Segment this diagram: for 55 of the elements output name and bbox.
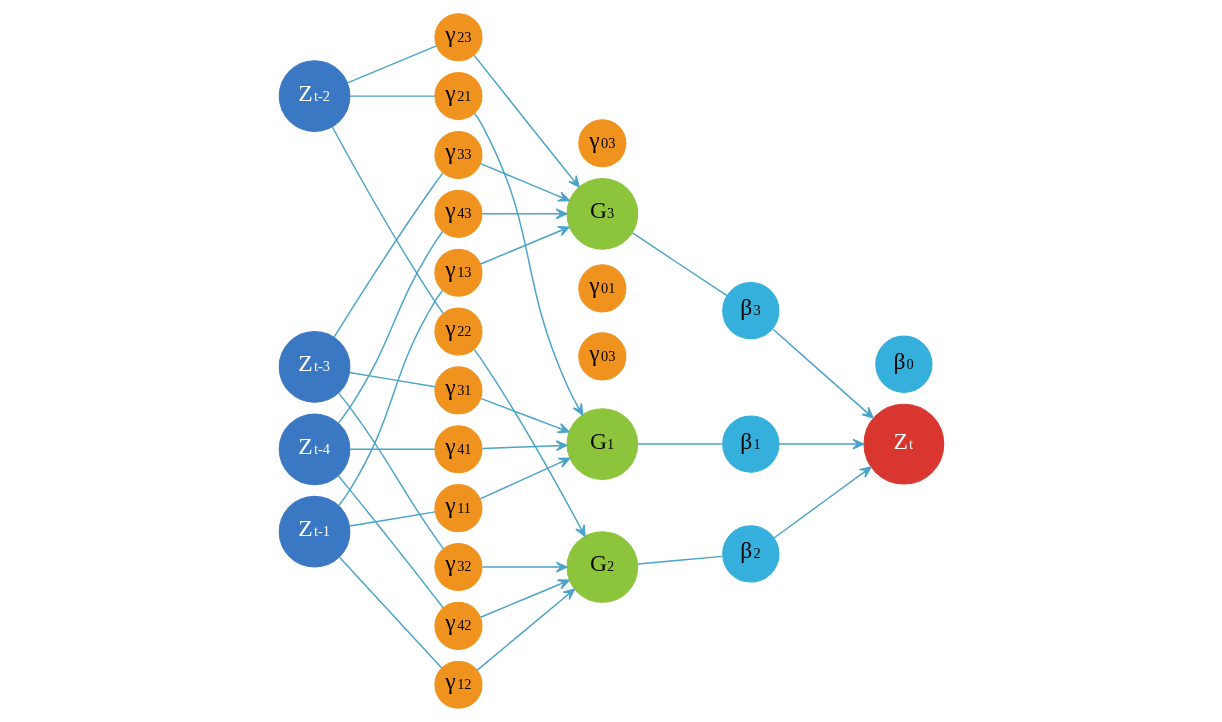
connector: [348, 95, 435, 97]
node-circle: γ12: [433, 660, 482, 709]
connector: [337, 475, 444, 609]
node-circle: γ21: [433, 72, 482, 121]
node-circle: Zt-4: [278, 413, 350, 486]
connector: [332, 172, 443, 338]
connector: [348, 511, 436, 527]
arrow: [479, 457, 570, 500]
node-circle: γ03: [577, 332, 626, 381]
connector: [338, 556, 442, 669]
node-circle: γ23: [433, 13, 482, 62]
connector: [337, 289, 443, 507]
node-circle: γ33: [433, 130, 482, 180]
connector: [337, 392, 444, 550]
node-circle: γ13: [433, 248, 482, 297]
arrow: [479, 579, 570, 618]
node-circle: β3: [721, 282, 779, 340]
arrow: [777, 438, 864, 450]
node-circle: γ41: [433, 425, 482, 474]
connector: [348, 371, 436, 388]
connector: [631, 232, 728, 297]
node-circle: β2: [721, 525, 779, 583]
node-circle: Zt-2: [278, 60, 350, 132]
arrow: [771, 328, 874, 419]
arrow: [473, 348, 586, 537]
node-circle: γ42: [433, 601, 482, 650]
arrow: [475, 588, 575, 672]
connector: [348, 448, 435, 451]
connector: [636, 443, 723, 445]
node-circle: G3: [566, 178, 638, 250]
node-circle: γ03: [577, 119, 626, 168]
node-circle: γ01: [577, 264, 626, 313]
arrow: [473, 113, 583, 416]
node-circle: γ31: [433, 366, 482, 415]
arrow: [481, 440, 567, 452]
connector: [331, 126, 444, 315]
node-circle: G2: [566, 531, 638, 603]
node-circle: β1: [721, 415, 779, 473]
connector: [337, 231, 443, 424]
arrow: [773, 466, 872, 539]
arrow: [481, 561, 567, 573]
node-circle: γ22: [433, 307, 482, 356]
node-circle: γ43: [433, 189, 482, 238]
node-circle: γ32: [433, 542, 482, 592]
node-circle: β0: [874, 335, 932, 393]
arrow: [481, 208, 567, 220]
arrow: [480, 397, 570, 434]
arrow: [479, 226, 570, 265]
arrow: [472, 54, 580, 188]
node-circle: G1: [566, 408, 638, 480]
connector: [636, 555, 723, 565]
node-circle: Zt-1: [278, 495, 350, 568]
node-circle: Zt-3: [278, 331, 350, 403]
node-circle: γ11: [433, 484, 482, 533]
connector: [346, 45, 437, 84]
